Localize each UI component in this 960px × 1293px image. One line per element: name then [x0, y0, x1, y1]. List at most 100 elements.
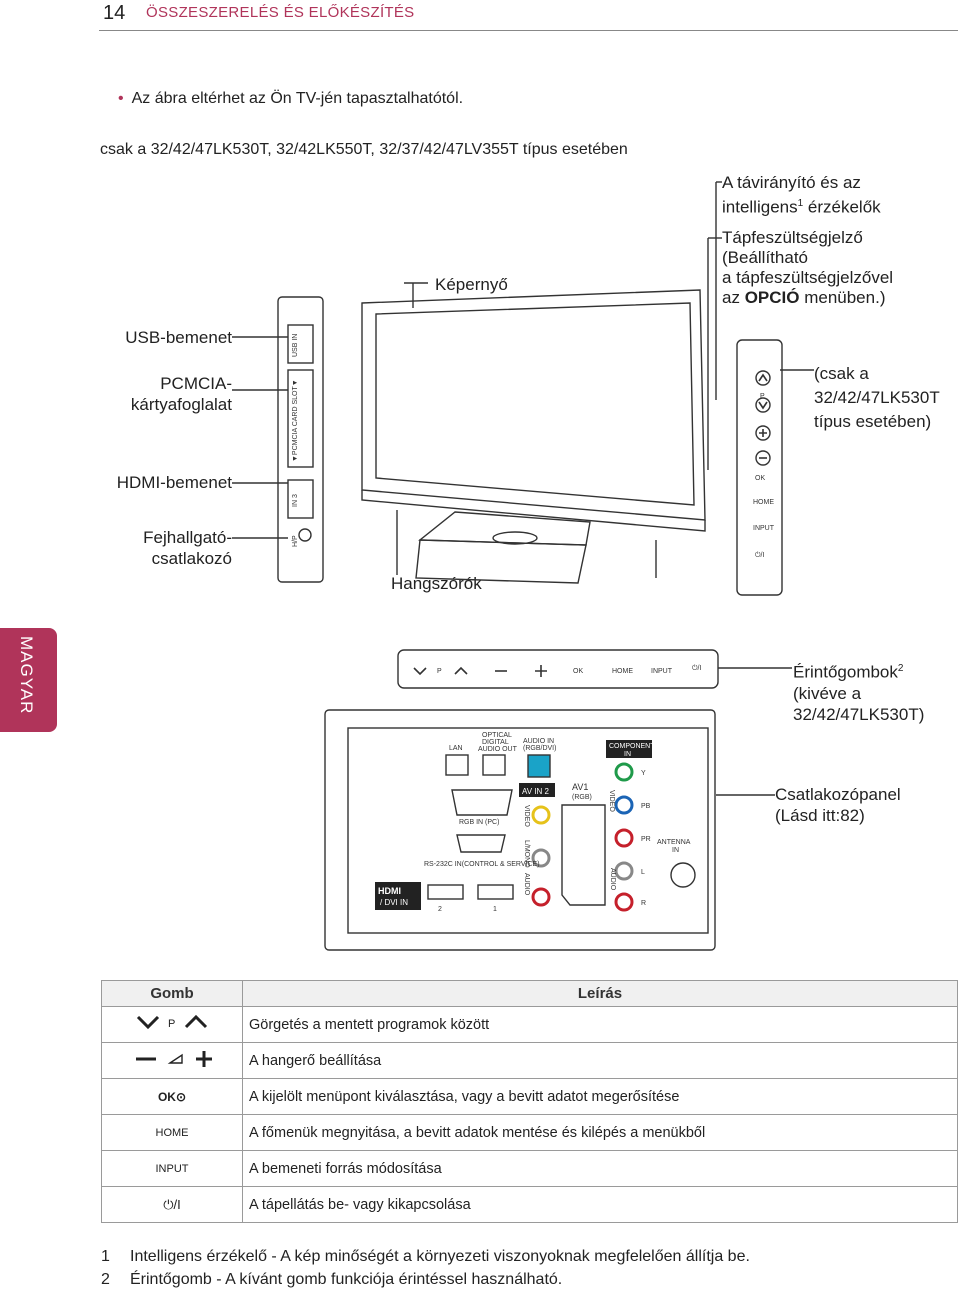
models-line: csak a 32/42/47LK530T, 32/42LK550T, 32/3…: [100, 141, 628, 158]
component-pr-jack: [614, 828, 634, 848]
usb-port-panel: [287, 324, 314, 364]
hdmi1-port: [477, 884, 514, 900]
note-bullet: •Az ábra eltérhet az Ön TV-jén tapasztal…: [118, 90, 464, 107]
hp-text: H/P: [292, 535, 299, 547]
power-icon: ⏻/I: [101, 1186, 243, 1223]
hdmi-dvi-text: / DVI IN: [380, 898, 408, 907]
note-text: Az ábra eltérhet az Ön TV-jén tapasztalh…: [131, 90, 464, 107]
av2-video-text: VIDEO: [523, 805, 530, 827]
language-tab: MAGYAR: [0, 628, 57, 732]
rgb-in-port: [451, 789, 513, 816]
antenna-text-2: IN: [672, 847, 679, 854]
av2-mono-text: L/MONO: [523, 840, 530, 868]
table-row: ⏻/I A tápellátás be- vagy kikapcsolása: [101, 1186, 958, 1223]
power-indicator-label: Tápfeszültségjelző (Beállítható a tápfes…: [722, 228, 894, 307]
header-divider: [99, 30, 958, 31]
hdmi-label: HDMI-bemenet: [116, 473, 232, 492]
svg-text:P: P: [168, 1018, 175, 1030]
pcmcia-label: PCMCIA-kártyafoglalat: [130, 374, 232, 414]
component-text-1: COMPONENT: [609, 743, 655, 750]
hdmi-logo-box: [375, 882, 421, 910]
antenna-jack: [670, 862, 696, 888]
av2-audio-r-jack: [531, 887, 551, 907]
side-panel-right: [736, 339, 783, 596]
usb-in-text: USB IN: [292, 334, 299, 357]
headphone-jack: [298, 528, 312, 542]
table-row: HOME A főmenük megnyitása, a bevitt adat…: [101, 1114, 958, 1151]
video-text: VIDEO: [608, 790, 615, 812]
tv-diagram: USB IN ▼PCMCIA CARD SLOT▼ IN 3 H/P P OK …: [232, 181, 814, 951]
connection-panel-label: Csatlakozópanel(Lásd itt:82): [775, 785, 901, 825]
audio-text: AUDIO: [609, 868, 616, 891]
pr-text: PR: [641, 836, 651, 843]
input-icon: INPUT: [101, 1150, 243, 1187]
audio-in-text-2: (RGB/DVI): [523, 745, 556, 752]
tv-outer-frame: [361, 289, 706, 521]
rear-panel-outer: [324, 709, 716, 951]
side-up-icon: [758, 373, 768, 382]
screen-label: Képernyő: [435, 275, 508, 294]
table-row: P Görgetés a mentett programok között: [101, 1006, 958, 1043]
power-text: ⏻/I: [755, 551, 764, 559]
audio-in-port: [527, 754, 551, 778]
ok-text: OK: [755, 475, 765, 482]
optical-text-3: AUDIO OUT: [478, 746, 518, 753]
button-table: Gomb Leírás P Görgetés a mentett program…: [101, 980, 958, 1223]
audio-l-jack: [614, 861, 634, 881]
section-title: ÖSSZESZERELÉS ÉS ELŐKÉSZÍTÉS: [146, 4, 415, 21]
rear-panel-inner: [347, 727, 709, 934]
av1-text: AV1: [572, 782, 588, 792]
table-desc: A főmenük megnyitása, a bevitt adatok me…: [242, 1114, 958, 1151]
strip-input-text: INPUT: [651, 668, 673, 675]
component-text-2: IN: [624, 751, 631, 758]
tv-stand-base: [415, 539, 587, 584]
hdmi-logo-text: HDMI: [378, 886, 401, 896]
component-y-jack: [614, 762, 634, 782]
optical-port: [482, 754, 506, 776]
av-in2-box: [519, 783, 555, 797]
rs232-text: RS-232C IN(CONTROL & SERVICE): [424, 861, 540, 868]
headphone-label: Fejhallgató-csatlakozó: [143, 528, 232, 568]
av2-video-jack: [531, 805, 551, 825]
table-desc: A tápellátás be- vagy kikapcsolása: [242, 1186, 958, 1223]
col-desc-header: Leírás: [242, 980, 958, 1007]
scart-port: [561, 804, 606, 906]
strip-home-text: HOME: [612, 668, 633, 675]
tv-screen: [375, 302, 695, 506]
lan-text: LAN: [449, 745, 463, 752]
table-row: A hangerő beállítása: [101, 1042, 958, 1079]
optical-text-2: DIGITAL: [482, 739, 509, 746]
hdmi2-text: 2: [438, 906, 442, 913]
usb-label: USB-bemenet: [125, 328, 232, 347]
component-box: [606, 740, 652, 758]
strip-chevron-down-icon: [413, 667, 427, 676]
side-panel-left: [277, 296, 324, 583]
hdmi3-port-panel: [287, 479, 314, 519]
side-plus-icon: [759, 429, 767, 437]
audio-r-jack: [614, 892, 634, 912]
lan-port: [445, 754, 469, 776]
av2-audio-text: AUDIO: [523, 873, 530, 896]
pcmcia-text: ▼PCMCIA CARD SLOT▼: [292, 379, 299, 462]
tv-bottom-bezel: [361, 490, 706, 532]
side-down-icon: [758, 401, 768, 410]
ok-icon: OK⊙: [101, 1078, 243, 1115]
pcmcia-slot: [287, 369, 314, 468]
audio-in-text-1: AUDIO IN: [523, 738, 554, 745]
channel-up-down-icon: P: [101, 1006, 243, 1043]
l-text: L: [641, 869, 645, 876]
stand-logo: [492, 531, 538, 545]
col-button-header: Gomb: [101, 980, 243, 1007]
av-in2-text: AV IN 2: [522, 787, 550, 796]
table-desc: A hangerő beállítása: [242, 1042, 958, 1079]
table-desc: A kijelölt menüpont kiválasztása, vagy a…: [242, 1078, 958, 1115]
home-icon: HOME: [101, 1114, 243, 1151]
strip-power-text: ⏻/I: [692, 664, 701, 672]
hdmi3-text: IN 3: [292, 494, 299, 507]
remote-sensor-label: A távirányító és az intelligens1 érzékel…: [722, 173, 881, 217]
strip-p-text: P: [437, 668, 442, 675]
